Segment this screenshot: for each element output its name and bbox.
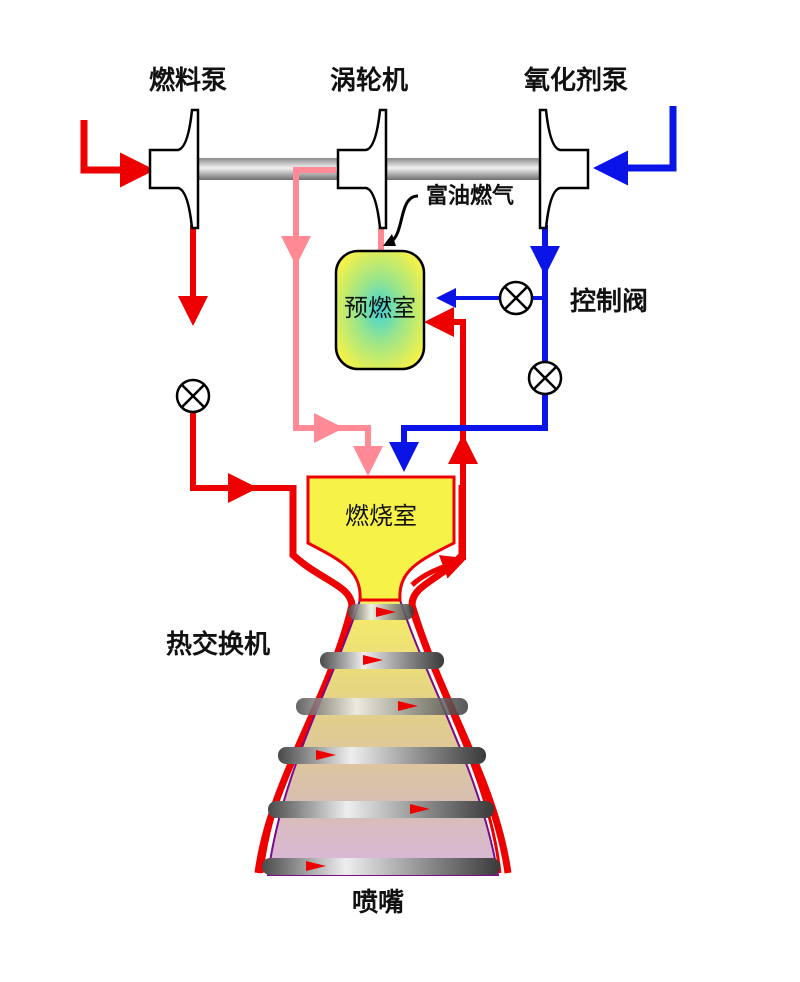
cooling-bands [262,604,500,875]
fuel-pump-label: 燃料泵 [149,66,227,96]
rich-gas-pointer-arrowhead [383,234,396,246]
flow-arrow-icon [316,750,336,760]
heat-exchanger-label: 热交换机 [166,629,270,660]
preburner-label: 预燃室 [344,294,416,322]
oxidizer-feed-pipe-lower [389,395,548,472]
fuel-feed-pipe-lower [190,412,258,503]
cooling-band [320,652,444,669]
heat-exchanger-inner-left [260,607,352,874]
heat-exchanger-inner-right [408,607,502,874]
turbine-icon [336,108,388,230]
combustion-chamber-body [254,475,512,876]
oxidizer-pump-label: 氧化剂泵 [523,66,628,96]
flow-arrow-icon [363,655,383,665]
flow-arrow-icon [398,701,418,711]
throat-flow-arrow-icon [410,555,467,587]
valve-icon [498,280,534,316]
flow-arrow-icon [376,607,396,617]
combustion-chamber-label: 燃烧室 [345,502,417,530]
fuel-to-preburner-pipe [424,307,466,445]
cooling-band [268,801,494,818]
cooling-band [262,858,500,875]
control-valve-label: 控制阀 [570,287,648,317]
turbine-label: 涡轮机 [330,66,408,96]
turbine-exhaust-pipe-end [335,425,383,476]
flow-arrow-icon [410,804,430,814]
preburner-box [334,249,426,371]
valve-icon [527,360,563,396]
valve-icon [175,378,211,414]
combustion-chamber-box [306,475,456,602]
turbine-exhaust-pipe [281,167,336,266]
flow-arrow-icon [306,861,326,871]
turbine-exhaust-pipe-mid [293,255,344,443]
cooling-band [296,698,468,715]
rich-gas-pointer-icon [389,194,419,244]
fuel-inlet-pipe [80,120,155,188]
fuel-pump-icon [148,108,200,230]
oxidizer-inlet-pipe [593,106,677,186]
cooling-band [278,747,486,764]
rich-gas-label: 富油燃气 [426,183,514,209]
nozzle-label: 喷嘴 [352,888,404,918]
oxidizer-pump-icon [538,108,590,230]
